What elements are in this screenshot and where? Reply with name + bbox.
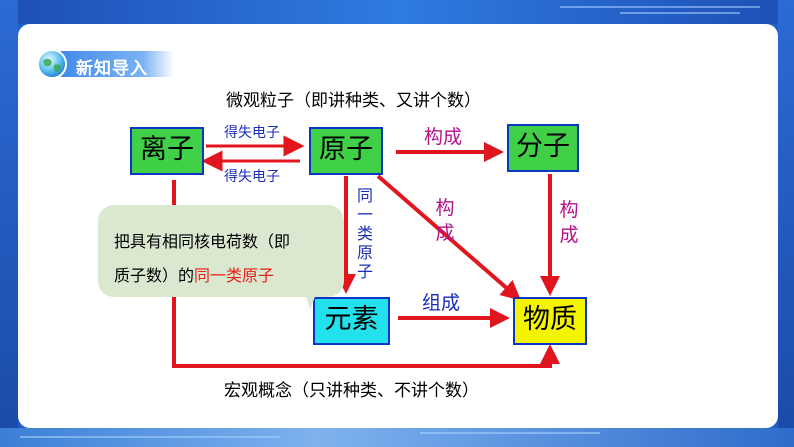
node-substance: 物质 bbox=[513, 297, 587, 345]
circuit-decoration bbox=[420, 432, 600, 434]
node-molecule: 分子 bbox=[507, 124, 579, 172]
label-atom-to-ion: 得失电子 bbox=[224, 169, 280, 185]
top-caption: 微观粒子（即讲种类、又讲个数） bbox=[226, 91, 481, 111]
arrow-atom-to-substance bbox=[376, 174, 522, 301]
circuit-decoration bbox=[20, 436, 280, 438]
node-atom: 原子 bbox=[309, 127, 383, 175]
frame-left bbox=[0, 0, 18, 447]
label-molecule-to-substance: 构成 bbox=[559, 199, 579, 246]
frame-right bbox=[778, 0, 794, 447]
callout-text-highlight: 同一类原子 bbox=[194, 266, 275, 285]
callout-text-prefix: 质子数）的 bbox=[114, 266, 195, 285]
badge-title: 新知导入 bbox=[76, 59, 148, 79]
label-atom-to-element: 同一类原子 bbox=[356, 186, 373, 281]
callout-text-line2: 质子数）的同一类原子 bbox=[114, 262, 274, 286]
label-atom-to-substance: 构成 bbox=[435, 197, 455, 244]
callout-tail bbox=[300, 272, 324, 310]
node-ion: 离子 bbox=[130, 127, 204, 175]
bottom-caption: 宏观概念（只讲种类、不讲个数） bbox=[224, 381, 479, 401]
circuit-decoration bbox=[620, 12, 740, 14]
label-ion-to-atom: 得失电子 bbox=[224, 125, 280, 141]
circuit-decoration bbox=[560, 6, 760, 8]
badge-background bbox=[50, 51, 174, 77]
globe-icon bbox=[37, 49, 67, 79]
label-atom-to-molecule: 构成 bbox=[424, 126, 463, 148]
node-element: 元素 bbox=[313, 297, 390, 345]
callout-text-line1: 把具有相同核电荷数（即 bbox=[114, 232, 291, 251]
label-element-to-substance: 组成 bbox=[422, 292, 461, 314]
section-badge: 新知导入 bbox=[36, 46, 174, 82]
